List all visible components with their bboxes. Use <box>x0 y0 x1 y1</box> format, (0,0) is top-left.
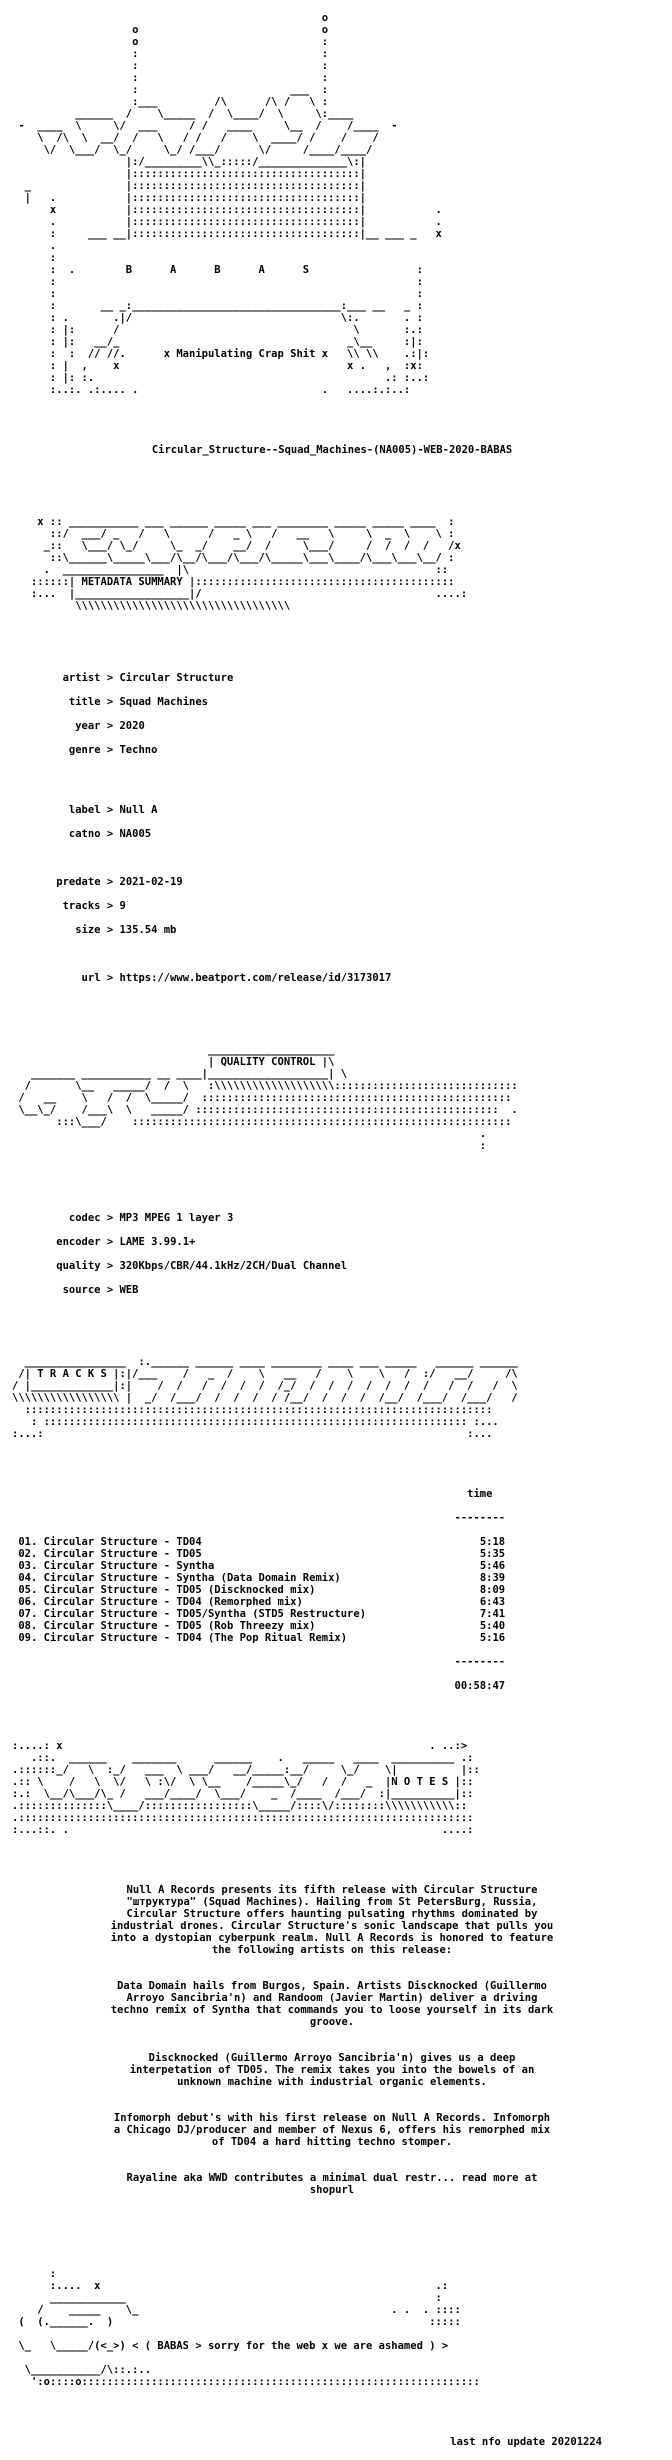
track-padding <box>202 1548 480 1560</box>
track-title: Circular Structure - TD05 <box>43 1548 202 1560</box>
meta-year-value: 2020 <box>119 720 145 732</box>
notes-paragraph: Data Domain hails from Burgos, Spain. Ar… <box>110 1980 554 2028</box>
track-title: Circular Structure - TD04 <box>43 1536 202 1548</box>
notes-banner: :....: x . ..:> .::. ______ _______ ____… <box>12 1740 480 1836</box>
track-padding <box>214 1560 480 1572</box>
track-padding <box>315 1584 479 1596</box>
track-time: 6:43 <box>479 1596 506 1608</box>
metadata-summary-banner: x :: ___________ ___ ______ _____ ___ __… <box>30 516 468 612</box>
meta-artist-value: Circular Structure <box>119 672 234 684</box>
qc-source: source > WEB <box>62 1284 139 1296</box>
quality-control-banner: ____________________ | QUALITY CONTROL |… <box>18 1044 518 1152</box>
quality-section: codec > MP3 MPEG 1 layer 3 encoder > LAM… <box>12 1200 672 1308</box>
track-number: 01. <box>18 1536 38 1548</box>
meta-title-value: Squad Machines <box>119 696 208 708</box>
track-row: 01. Circular Structure - TD04 5:18 <box>12 1536 672 1548</box>
track-number: 03. <box>18 1560 38 1572</box>
tracklist-divider-bottom: -------- <box>12 1656 506 1668</box>
track-number: 02. <box>18 1548 38 1560</box>
track-title: Circular Structure - TD04 (Remorphed mix… <box>43 1596 303 1608</box>
track-time: 5:40 <box>479 1620 506 1632</box>
track-row: 08. Circular Structure - TD05 (Rob Three… <box>12 1620 672 1632</box>
track-title: Circular Structure - Syntha (Data Domain… <box>43 1572 341 1584</box>
qc-codec-value: MP3 MPEG 1 layer 3 <box>119 1212 234 1224</box>
track-time: 5:18 <box>479 1536 506 1548</box>
track-number: 04. <box>18 1572 38 1584</box>
notes-section: Null A Records presents its fifth releas… <box>12 1872 672 2220</box>
footer-greeting: \_ \_____/(<_>) < ( BABAS > sorry for th… <box>12 2340 449 2352</box>
meta-tracks-value: 9 <box>119 900 126 912</box>
track-row: 04. Circular Structure - Syntha (Data Do… <box>12 1572 672 1584</box>
qc-encoder: encoder > LAME 3.99.1+ <box>56 1236 196 1248</box>
track-row: 07. Circular Structure - TD05/Syntha (ST… <box>12 1608 672 1620</box>
track-number: 08. <box>18 1620 38 1632</box>
track-time: 8:39 <box>479 1572 506 1584</box>
track-row: 09. Circular Structure - TD04 (The Pop R… <box>12 1632 672 1644</box>
track-rows: 01. Circular Structure - TD04 5:18 02. C… <box>12 1536 672 1644</box>
qc-source-value: WEB <box>119 1284 139 1296</box>
track-time: 5:35 <box>479 1548 506 1560</box>
qc-quality-value: 320Kbps/CBR/44.1kHz/2CH/Dual Channel <box>119 1260 348 1272</box>
metadata-section: artist > Circular Structure title > Squa… <box>12 660 672 996</box>
meta-artist: artist > Circular Structure <box>62 672 234 684</box>
track-padding <box>202 1536 480 1548</box>
track-padding <box>347 1632 480 1644</box>
meta-label: label > Null A <box>68 804 158 816</box>
last-update: last nfo update 20201224 <box>450 2436 602 2448</box>
tracklist-divider-top: -------- <box>12 1512 506 1524</box>
qc-encoder-value: LAME 3.99.1+ <box>119 1236 196 1248</box>
meta-title: title > Squad Machines <box>68 696 208 708</box>
meta-url-value: https://www.beatport.com/release/id/3173… <box>119 972 392 984</box>
meta-predate-value: 2021-02-19 <box>119 876 183 888</box>
notes-paragraph: Rayaline aka WWD contributes a minimal d… <box>126 2172 538 2196</box>
track-padding <box>303 1596 480 1608</box>
tracklist: time -------- 01. Circular Structure - T… <box>12 1476 672 1704</box>
meta-tracks: tracks > 9 <box>62 900 126 912</box>
meta-size-value: 135.54 mb <box>119 924 177 936</box>
qc-quality: quality > 320Kbps/CBR/44.1kHz/2CH/Dual C… <box>56 1260 348 1272</box>
meta-year: year > 2020 <box>75 720 145 732</box>
footer-ascii-art: : :.... x .: ____________ : / _____ \_ <box>18 2268 461 2328</box>
track-row: 02. Circular Structure - TD05 5:35 <box>12 1548 672 1560</box>
track-padding <box>366 1608 480 1620</box>
notes-paragraph: Infomorph debut's with his first release… <box>113 2112 551 2148</box>
track-row: 03. Circular Structure - Syntha 5:46 <box>12 1560 672 1572</box>
track-number: 06. <box>18 1596 38 1608</box>
meta-genre: genre > Techno <box>68 744 158 756</box>
track-number: 09. <box>18 1632 38 1644</box>
meta-predate: predate > 2021-02-19 <box>56 876 183 888</box>
meta-label-value: Null A <box>119 804 158 816</box>
meta-catno: catno > NA005 <box>68 828 152 840</box>
track-title: Circular Structure - TD05 (Discknocked m… <box>43 1584 316 1596</box>
tracklist-time-header: time <box>467 1488 493 1500</box>
qc-codec: codec > MP3 MPEG 1 layer 3 <box>68 1212 234 1224</box>
track-title: Circular Structure - TD05 (Rob Threezy m… <box>43 1620 316 1632</box>
release-name: Circular_Structure--Squad_Machines-(NA00… <box>151 444 513 456</box>
meta-size: size > 135.54 mb <box>75 924 177 936</box>
tracks-banner: ________________ :.______ ______ ____ __… <box>12 1356 518 1440</box>
meta-catno-value: NA005 <box>119 828 152 840</box>
meta-genre-value: Techno <box>119 744 158 756</box>
meta-url: url > https://www.beatport.com/release/i… <box>81 972 392 984</box>
track-time: 8:09 <box>479 1584 506 1596</box>
track-row: 06. Circular Structure - TD04 (Remorphed… <box>12 1596 672 1608</box>
tracklist-total: 00:58:47 <box>12 1680 672 1692</box>
header-ascii-logo: o o o o : : : : <box>18 12 442 396</box>
track-padding <box>315 1620 479 1632</box>
track-title: Circular Structure - TD05/Syntha (STD5 R… <box>43 1608 367 1620</box>
track-time: 5:46 <box>479 1560 506 1572</box>
notes-paragraph: Null A Records presents its fifth releas… <box>110 1884 554 1956</box>
track-padding <box>341 1572 480 1584</box>
track-time: 5:16 <box>479 1632 506 1644</box>
track-number: 07. <box>18 1608 38 1620</box>
track-title: Circular Structure - TD04 (The Pop Ritua… <box>43 1632 348 1644</box>
track-time: 7:41 <box>479 1608 506 1620</box>
track-number: 05. <box>18 1584 38 1596</box>
tracklist-total-time: 00:58:47 <box>454 1680 506 1692</box>
footer-ascii-tail: \___________/\::.:.. ':o::::o:::::::::::… <box>24 2364 480 2388</box>
track-row: 05. Circular Structure - TD05 (Discknock… <box>12 1584 672 1596</box>
track-title: Circular Structure - Syntha <box>43 1560 215 1572</box>
notes-paragraph: Discknocked (Guillermo Arroyo Sancibria'… <box>129 2052 535 2088</box>
